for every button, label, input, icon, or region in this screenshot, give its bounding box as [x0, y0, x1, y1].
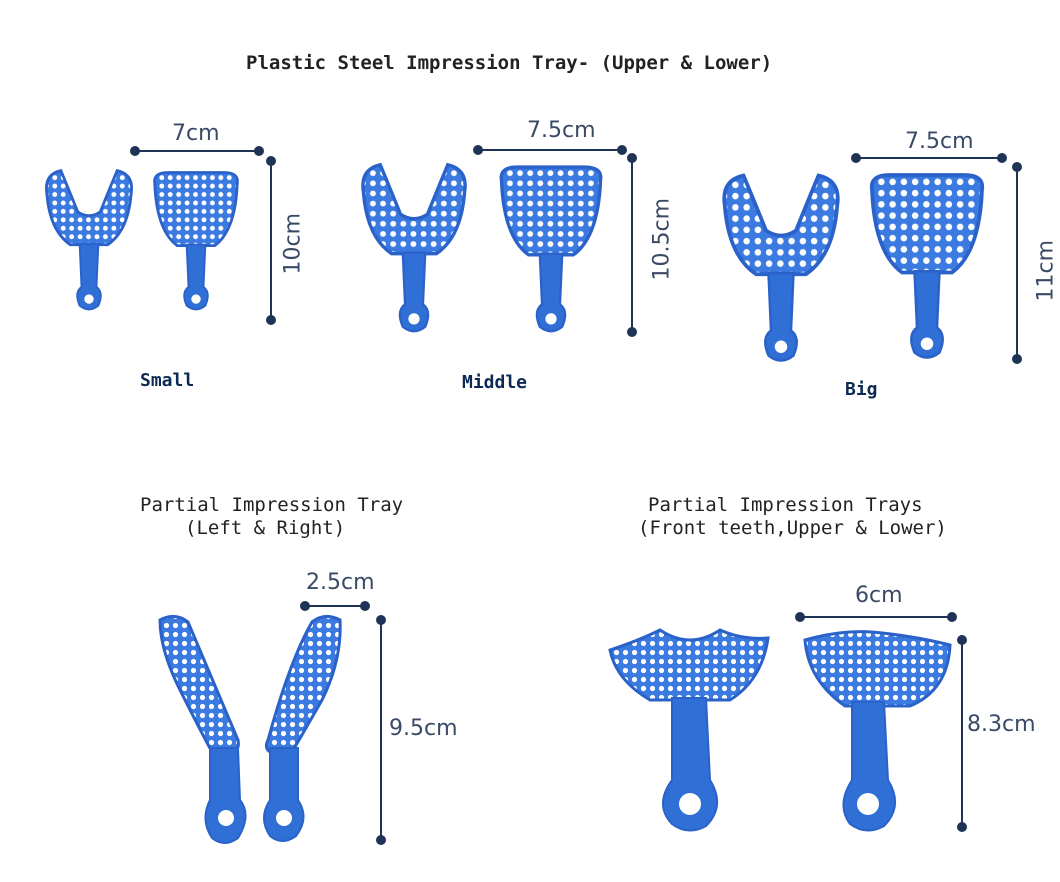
front-upper-tray [608, 628, 770, 832]
big-upper-tray [724, 176, 838, 361]
big-lower-tray [872, 175, 983, 358]
small-lower-tray [152, 170, 240, 312]
page-title: Plastic Steel Impression Tray- (Upper & … [246, 52, 773, 74]
middle-upper-tray [361, 162, 467, 334]
width-label-partial-lr: 2.5cm [306, 570, 375, 595]
partial-right-tray [263, 615, 342, 842]
small-upper-tray [44, 169, 134, 311]
width-label-small: 7cm [172, 121, 220, 146]
middle-lower-tray [501, 167, 601, 331]
size-label-middle: Middle [462, 372, 528, 393]
width-label-big: 7.5cm [905, 129, 974, 154]
partial-front-title: Partial Impression Trays [648, 494, 923, 516]
partial-left-tray [158, 615, 247, 844]
partial-lr-title: Partial Impression Tray [140, 494, 404, 516]
partial-front-subtitle: (Front teeth,Upper & Lower) [638, 517, 947, 539]
height-label-partial-front: 8.3cm [967, 712, 1036, 737]
front-lower-tray [803, 630, 952, 832]
size-label-big: Big [845, 379, 878, 400]
size-label-small: Small [140, 370, 195, 391]
width-label-partial-front: 6cm [855, 583, 903, 608]
partial-lr-subtitle: (Left & Right) [185, 517, 346, 539]
height-label-partial-lr: 9.5cm [389, 716, 458, 741]
width-label-middle: 7.5cm [527, 118, 596, 143]
